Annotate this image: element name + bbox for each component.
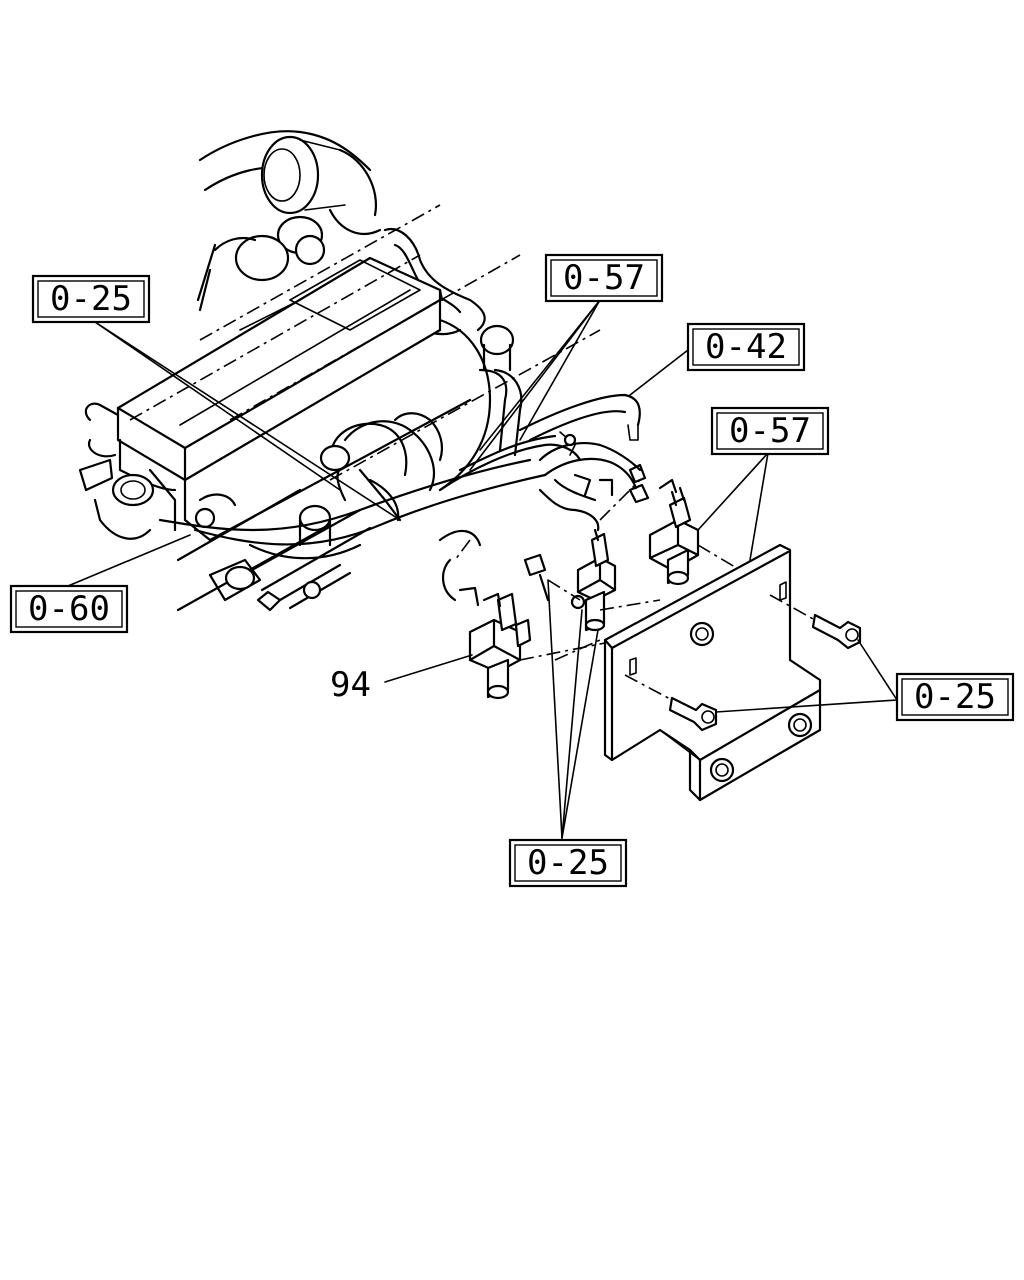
leader-lines (67, 299, 898, 839)
callout-ref-right-lower: 0-25 (895, 672, 1015, 722)
callout-label: 0-42 (705, 327, 787, 367)
callout-label: 0-25 (50, 279, 132, 319)
callout-label: 0-57 (563, 258, 645, 298)
callout-label: 0-25 (914, 677, 996, 717)
callout-ref-right-upper: 0-42 (686, 322, 806, 372)
callout-ref-top-center: 0-57 (544, 253, 664, 303)
mounting-bracket (603, 543, 862, 802)
part-number-label: 94 (330, 665, 371, 705)
engine-assembly (78, 130, 641, 612)
callout-ref-left-lower: 0-60 (9, 584, 129, 634)
callout-label: 0-60 (28, 589, 110, 629)
callout-label: 0-25 (527, 843, 609, 883)
callout-label: 0-57 (729, 411, 811, 451)
callout-ref-top-left: 0-25 (31, 274, 151, 324)
callout-ref-right-mid: 0-57 (710, 406, 830, 456)
vsv-cluster (438, 431, 741, 700)
callout-ref-bottom-center: 0-25 (508, 838, 628, 888)
